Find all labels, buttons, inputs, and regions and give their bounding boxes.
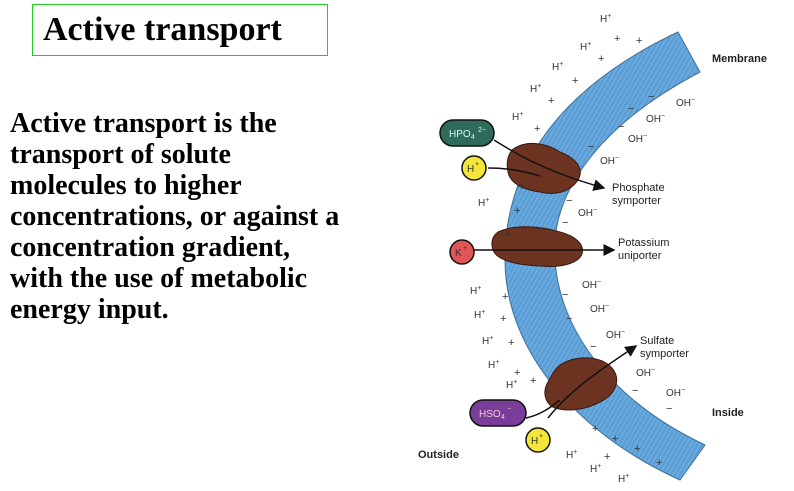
outside-hydrogen-ions: H+H+H+H+H+H+H+H+H+H+H+H+H+H+++++++++++++… (470, 13, 662, 485)
sulfate-arrow (547, 345, 638, 419)
minus-sign: − (648, 91, 654, 103)
hydroxide-ion: OH− (636, 367, 655, 379)
hydroxide-ion: OH− (646, 113, 665, 125)
plus-sign: + (572, 75, 578, 87)
hso4-label: HSO (479, 409, 501, 420)
hydrogen-ion: H+ (488, 359, 499, 371)
plus-sign: + (604, 451, 610, 463)
plus-sign: + (508, 337, 514, 349)
sulfate-label-2: symporter (640, 348, 689, 360)
minus-sign: − (588, 141, 594, 153)
minus-sign: − (666, 403, 672, 415)
outside-label: Outside (418, 449, 459, 461)
plus-sign: + (598, 53, 604, 65)
hplus-ion-phosphate: H + (461, 155, 487, 181)
hydrogen-ion: H+ (512, 111, 523, 123)
hydroxide-ion: OH− (600, 155, 619, 167)
page-title-text: Active transport (43, 11, 282, 48)
body-line: molecules to higher (10, 170, 242, 201)
plus-sign: + (614, 33, 620, 45)
minus-sign: − (628, 103, 634, 115)
minus-sign: − (618, 121, 624, 133)
hydroxide-ion: OH− (582, 279, 601, 291)
hydrogen-ion: H+ (600, 13, 611, 25)
hso4-ion: HSO 4 − (469, 399, 527, 427)
plus-sign: + (502, 291, 508, 303)
svg-text:+: + (463, 245, 467, 252)
hydrogen-ion: H+ (590, 463, 601, 475)
hpo4-ion: HPO 4 2− (439, 119, 495, 147)
plus-sign: + (514, 367, 520, 379)
hydroxide-ion: OH− (578, 207, 597, 219)
svg-text:2−: 2− (478, 127, 486, 134)
svg-text:−: − (507, 406, 511, 413)
plus-sign: + (514, 205, 520, 217)
svg-text:+: + (539, 433, 543, 440)
body-line: with the use of metabolic (10, 263, 308, 294)
page-title: Active transport (32, 4, 328, 56)
plus-sign: + (530, 375, 536, 387)
hplus-label: H (531, 436, 538, 447)
plus-sign: + (500, 313, 506, 325)
minus-sign: − (566, 195, 572, 207)
hydrogen-ion: H+ (478, 197, 489, 209)
plus-sign: + (518, 181, 524, 193)
plus-sign: + (534, 123, 540, 135)
svg-text:4: 4 (471, 134, 475, 141)
body-line: transport of solute (10, 139, 231, 170)
minus-sign: − (562, 217, 568, 229)
phosphate-arrow (493, 139, 606, 191)
hydrogen-ion: H+ (618, 473, 629, 485)
hplus-ion-sulfate: H + (525, 427, 551, 453)
minus-sign: − (632, 385, 638, 397)
hydrogen-ion: H+ (470, 285, 481, 297)
hydrogen-ion: H+ (552, 61, 563, 73)
plus-sign: + (636, 35, 642, 47)
hydroxide-ion: OH− (666, 387, 685, 399)
minus-sign: − (566, 313, 572, 325)
kplus-label: K (455, 248, 462, 259)
plus-sign: + (634, 443, 640, 455)
body-line: concentration gradient, (10, 232, 290, 263)
svg-text:+: + (475, 161, 479, 168)
hydrogen-ion: H+ (506, 379, 517, 391)
hydroxide-ion: OH− (628, 133, 647, 145)
hplus-to-sulfate-arrow (525, 399, 561, 419)
potassium-label-2: uniporter (618, 250, 662, 262)
phosphate-label-1: Phosphate (612, 182, 665, 194)
hplus-label: H (467, 164, 474, 175)
body-line: Active transport is the (10, 108, 277, 139)
inside-label: Inside (712, 407, 744, 419)
plus-sign: + (548, 95, 554, 107)
hydrogen-ion: H+ (566, 449, 577, 461)
minus-sign: − (562, 289, 568, 301)
hydrogen-ion: H+ (580, 41, 591, 53)
plus-sign: + (612, 433, 618, 445)
hydroxide-ion: OH− (676, 97, 695, 109)
plus-sign: + (504, 229, 510, 241)
potassium-label-1: Potassium (618, 237, 669, 249)
body-line: energy input. (10, 294, 169, 325)
sulfate-label-1: Sulfate (640, 335, 674, 347)
hydrogen-ion: H+ (530, 83, 541, 95)
minus-sign: − (590, 341, 596, 353)
hplus-to-phosphate-arrow (487, 167, 541, 177)
hydroxide-ion: OH− (606, 329, 625, 341)
body-line: concentrations, or against a (10, 201, 340, 232)
hpo4-label: HPO (449, 129, 471, 140)
svg-text:4: 4 (501, 414, 505, 421)
plus-sign: + (592, 423, 598, 435)
phosphate-label-2: symporter (612, 195, 661, 207)
body-paragraph: Active transport is the transport of sol… (10, 108, 410, 325)
kplus-ion: K + (449, 239, 475, 265)
hydrogen-ion: H+ (474, 309, 485, 321)
plus-sign: + (656, 457, 662, 469)
inside-hydroxide-ions: OH−OH−OH−OH−OH−OH−OH−OH−OH−OH−−−−−−−−−−−… (562, 91, 695, 415)
hydrogen-ion: H+ (482, 335, 493, 347)
hydroxide-ion: OH− (590, 303, 609, 315)
membrane-label: Membrane (712, 53, 767, 65)
